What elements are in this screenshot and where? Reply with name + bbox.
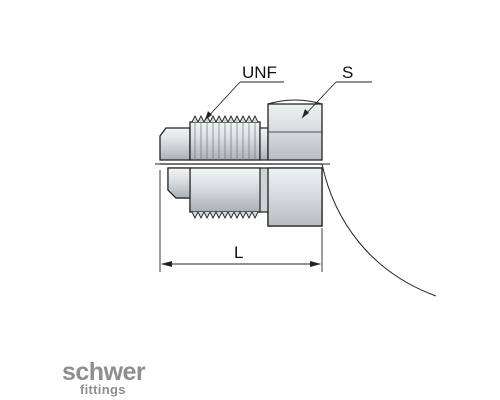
thread-body-lower	[189, 167, 261, 213]
leader-s: S	[301, 63, 372, 119]
thread-tooth	[197, 114, 205, 123]
arrow-left	[161, 261, 172, 267]
label-l: L	[234, 243, 243, 262]
hex-chamfer	[267, 99, 323, 105]
upper-view	[159, 99, 323, 161]
thread-tooth	[191, 211, 199, 220]
thread-tooth	[233, 211, 241, 220]
label-s: S	[342, 63, 353, 82]
thread-tooth	[221, 114, 229, 123]
schwer-logo: schwer fittings	[62, 358, 146, 397]
nose-upper	[159, 127, 191, 161]
thread-tooth	[197, 211, 205, 220]
thread-tooth	[227, 114, 235, 123]
thread-tooth	[209, 114, 217, 123]
thread-tooth	[251, 114, 259, 123]
logo-brand: schwer	[62, 358, 146, 386]
label-unf: UNF	[242, 63, 277, 82]
thread-tooth	[191, 114, 199, 123]
logo-sub: fittings	[80, 382, 126, 397]
nose-lower	[167, 167, 191, 199]
thread-tooth	[239, 211, 247, 220]
thread-teeth-lower	[191, 211, 259, 220]
thread-tooth	[215, 114, 223, 123]
leader-unf: UNF	[204, 63, 284, 121]
thread-tooth	[221, 211, 229, 220]
lower-section	[167, 167, 323, 227]
thread-tooth	[245, 114, 253, 123]
thread-tooth	[239, 114, 247, 123]
dimension-l: L	[159, 170, 323, 272]
arrow-right	[310, 261, 321, 267]
thread-tooth	[209, 211, 217, 220]
thread-tooth	[227, 211, 235, 220]
thread-tooth	[233, 114, 241, 123]
break-curve	[321, 163, 437, 297]
thread-teeth-upper	[191, 114, 259, 160]
hex-lower	[267, 167, 323, 227]
thread-tooth	[215, 211, 223, 220]
thread-tooth	[245, 211, 253, 220]
undercut-upper	[259, 127, 269, 161]
thread-tooth	[251, 211, 259, 220]
thread-tooth	[203, 211, 211, 220]
